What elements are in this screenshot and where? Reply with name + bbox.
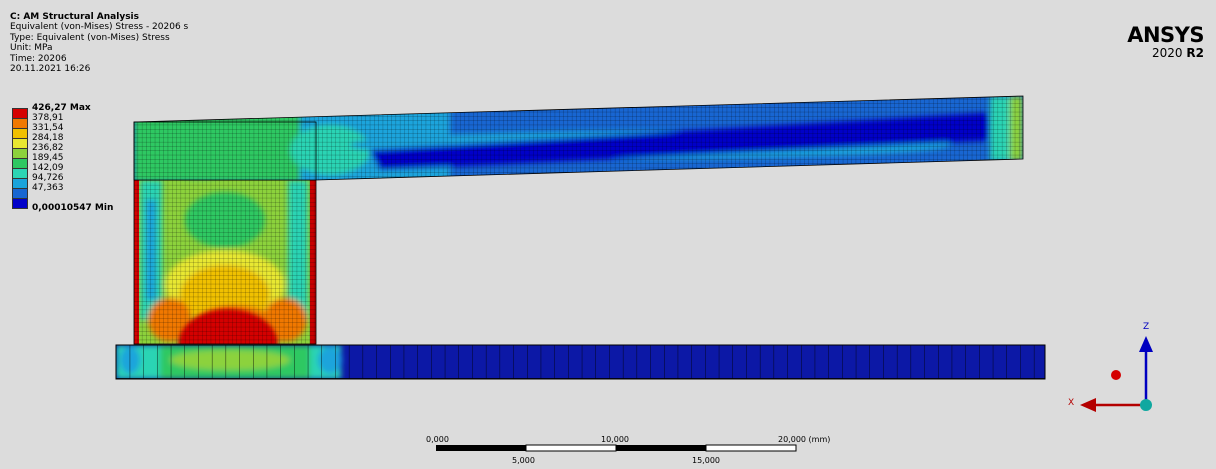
result-date: 20.11.2021 16:26 — [10, 64, 91, 75]
result-unit: Unit: MPa — [10, 43, 53, 54]
base-outline — [115, 344, 1046, 380]
triad-x-label: X — [1068, 398, 1075, 408]
ansys-logo: ANSYS 2020 R2 — [1127, 24, 1204, 60]
analysis-title: C: AM Structural Analysis — [10, 12, 139, 22]
result-info-panel: C: AM Structural Analysis Equivalent (vo… — [10, 12, 188, 74]
result-name: Equivalent (von-Mises) Stress - 20206 s — [10, 22, 189, 33]
scale-label: 5,000 — [512, 456, 535, 465]
stem-outline — [133, 121, 317, 345]
scale-label: 20,000 (mm) — [778, 435, 831, 444]
scale-label: 10,000 — [601, 435, 629, 444]
brand-version: 2020 R2 — [1152, 46, 1204, 60]
scale-bar — [436, 444, 797, 452]
result-type: Type: Equivalent (von-Mises) Stress — [10, 32, 170, 43]
result-time: Time: 20206 — [10, 53, 67, 64]
scale-label: 0,000 — [426, 435, 449, 444]
coordinate-triad[interactable] — [1080, 336, 1153, 412]
brand-name: ANSYS — [1127, 23, 1204, 47]
contour-horizontal-arm — [134, 96, 1023, 180]
triad-z-label: Z — [1143, 322, 1150, 332]
contour-base-plate — [116, 345, 1045, 379]
scale-label: 15,000 — [692, 456, 720, 465]
